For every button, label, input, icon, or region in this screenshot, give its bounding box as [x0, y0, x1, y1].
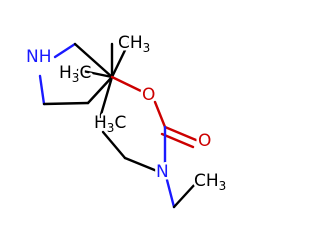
- bond-co-double-a: [163, 125, 198, 142]
- bond-ring-upper: [86, 75, 114, 105]
- ester-oxygen-label: O: [142, 85, 155, 105]
- bond-o-carbonyl-c: [153, 100, 167, 129]
- bond-co-double-b: [160, 132, 195, 149]
- bond-nh-ch2: [53, 42, 77, 59]
- bond-c-o-ester: [110, 75, 145, 94]
- bond-nh-ring: [38, 74, 46, 106]
- bond-to-h3c-mid: [76, 68, 114, 79]
- carbonyl-oxygen-label: O: [198, 131, 211, 151]
- structure-canvas: NH CH3 H3C H3C O O N CH3: [24, 31, 229, 209]
- bond-ring-lower: [42, 101, 90, 106]
- methyl-low-label: H3C: [94, 113, 126, 135]
- amine-nh-label: NH: [26, 47, 52, 67]
- label-layer: NH CH3 H3C H3C O O N CH3: [24, 31, 229, 196]
- bond-n-ethyl-ch2: [165, 178, 176, 209]
- carbamate-nitrogen-label: N: [156, 162, 169, 182]
- bond-ch2-quaternary: [73, 42, 114, 79]
- molecule-structure: NH CH3 H3C H3C O O N CH3: [24, 31, 229, 209]
- methyl-ethyl-label: CH3: [194, 171, 226, 193]
- bond-ethyl-ch3: [172, 181, 198, 209]
- methyl-top-label: CH3: [118, 33, 150, 55]
- bond-n-ch2-left: [123, 156, 159, 173]
- bond-to-h3c-low: [98, 75, 114, 120]
- methyl-mid-label: H3C: [59, 63, 91, 85]
- bond-ch2-chain: [101, 130, 127, 160]
- bond-to-ch3-top-b: [110, 42, 130, 79]
- bond-layer: [38, 42, 198, 209]
